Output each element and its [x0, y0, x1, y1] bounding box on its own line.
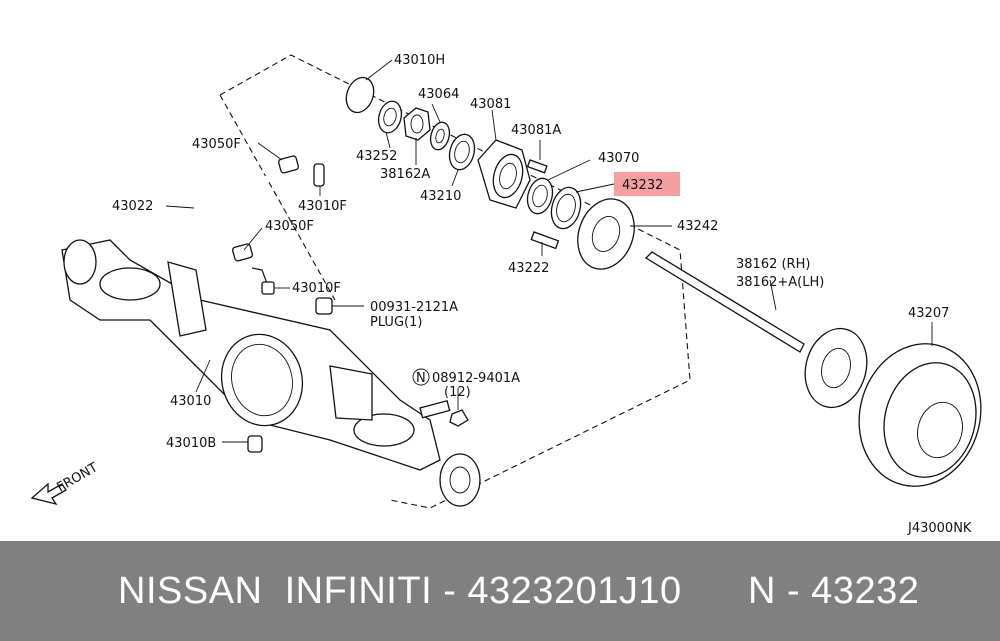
label-43050f-mid: 43050F — [265, 219, 314, 234]
label-43010: 43010 — [170, 394, 211, 409]
footer-brand-part-number: NISSAN INFINITI - 4323201J10 — [118, 569, 682, 612]
footer-bar: NISSAN INFINITI - 4323201J10 N - 43232 — [0, 541, 1000, 641]
label-n-circle: N — [416, 371, 426, 386]
footer-part-code: N - 43232 — [747, 569, 920, 612]
clamp-43050f-top — [257, 142, 299, 174]
label-38162a: 38162A — [380, 167, 430, 182]
label-43232: 43232 — [622, 178, 663, 193]
exploded-view-svg: 43010H 43064 43081 43081A 43070 43232 43… — [30, 53, 982, 536]
group-boundary-lower — [219, 94, 336, 301]
label-43050f-top: 43050F — [192, 137, 241, 152]
plug-00931 — [315, 297, 364, 315]
label-43222: 43222 — [508, 261, 549, 276]
nut-08912 — [449, 388, 469, 427]
parts-diagram: 43010H 43064 43081 43081A 43070 43232 43… — [30, 53, 982, 536]
o-ring-43010h — [345, 76, 375, 114]
bearing-43070 — [526, 159, 591, 215]
label-43064: 43064 — [418, 87, 459, 102]
washer-43064 — [429, 103, 451, 151]
n-circle-icon — [412, 368, 430, 386]
diagram-code: J43000NK — [907, 521, 972, 536]
connector-43010f-mid — [251, 267, 290, 295]
label-43252: 43252 — [356, 149, 397, 164]
label-43010b: 43010B — [166, 436, 216, 451]
breather-hose-43022 — [165, 175, 275, 251]
label-front: FRONT — [55, 460, 101, 495]
bearing-43252 — [377, 100, 403, 149]
axle-housing-43010 — [61, 239, 481, 507]
label-08912: 08912-9401A — [432, 371, 520, 386]
hub-43081 — [477, 109, 531, 209]
label-00931: 00931-2121A — [370, 300, 458, 315]
label-43010f-mid: 43010F — [292, 281, 341, 296]
footer-text: NISSAN INFINITI - 4323201J10 N - 43232 — [118, 570, 919, 613]
label-qty-12: (12) — [444, 385, 471, 400]
brake-drum-43207 — [858, 322, 982, 487]
front-arrow-icon — [30, 482, 67, 506]
bearing-43210 — [448, 133, 476, 187]
stud-43081a — [526, 140, 548, 174]
label-plug: PLUG(1) — [370, 315, 422, 330]
label-43207: 43207 — [908, 306, 949, 321]
axle-shaft-38162 — [644, 251, 868, 409]
label-43070: 43070 — [598, 151, 639, 166]
label-38162-rh: 38162 (RH) — [736, 257, 810, 272]
drain-plug-43010b — [222, 435, 263, 453]
label-43022: 43022 — [112, 199, 153, 214]
highlight-43232 — [614, 172, 680, 196]
clamp-43050f-mid — [232, 227, 263, 262]
connector-43010f-top — [313, 163, 325, 196]
label-43010h: 43010H — [394, 53, 445, 68]
label-43081: 43081 — [470, 97, 511, 112]
label-43210: 43210 — [420, 189, 461, 204]
label-38162-lh: 38162+A(LH) — [736, 275, 824, 290]
label-43010f-top: 43010F — [298, 199, 347, 214]
label-43081a: 43081A — [511, 123, 561, 138]
oil-seal-43232 — [550, 183, 615, 230]
bolt-43222 — [530, 231, 560, 256]
plate-43242 — [577, 198, 672, 270]
nut-38162a — [403, 107, 431, 165]
label-43242: 43242 — [677, 219, 718, 234]
group-boundary — [219, 54, 691, 509]
